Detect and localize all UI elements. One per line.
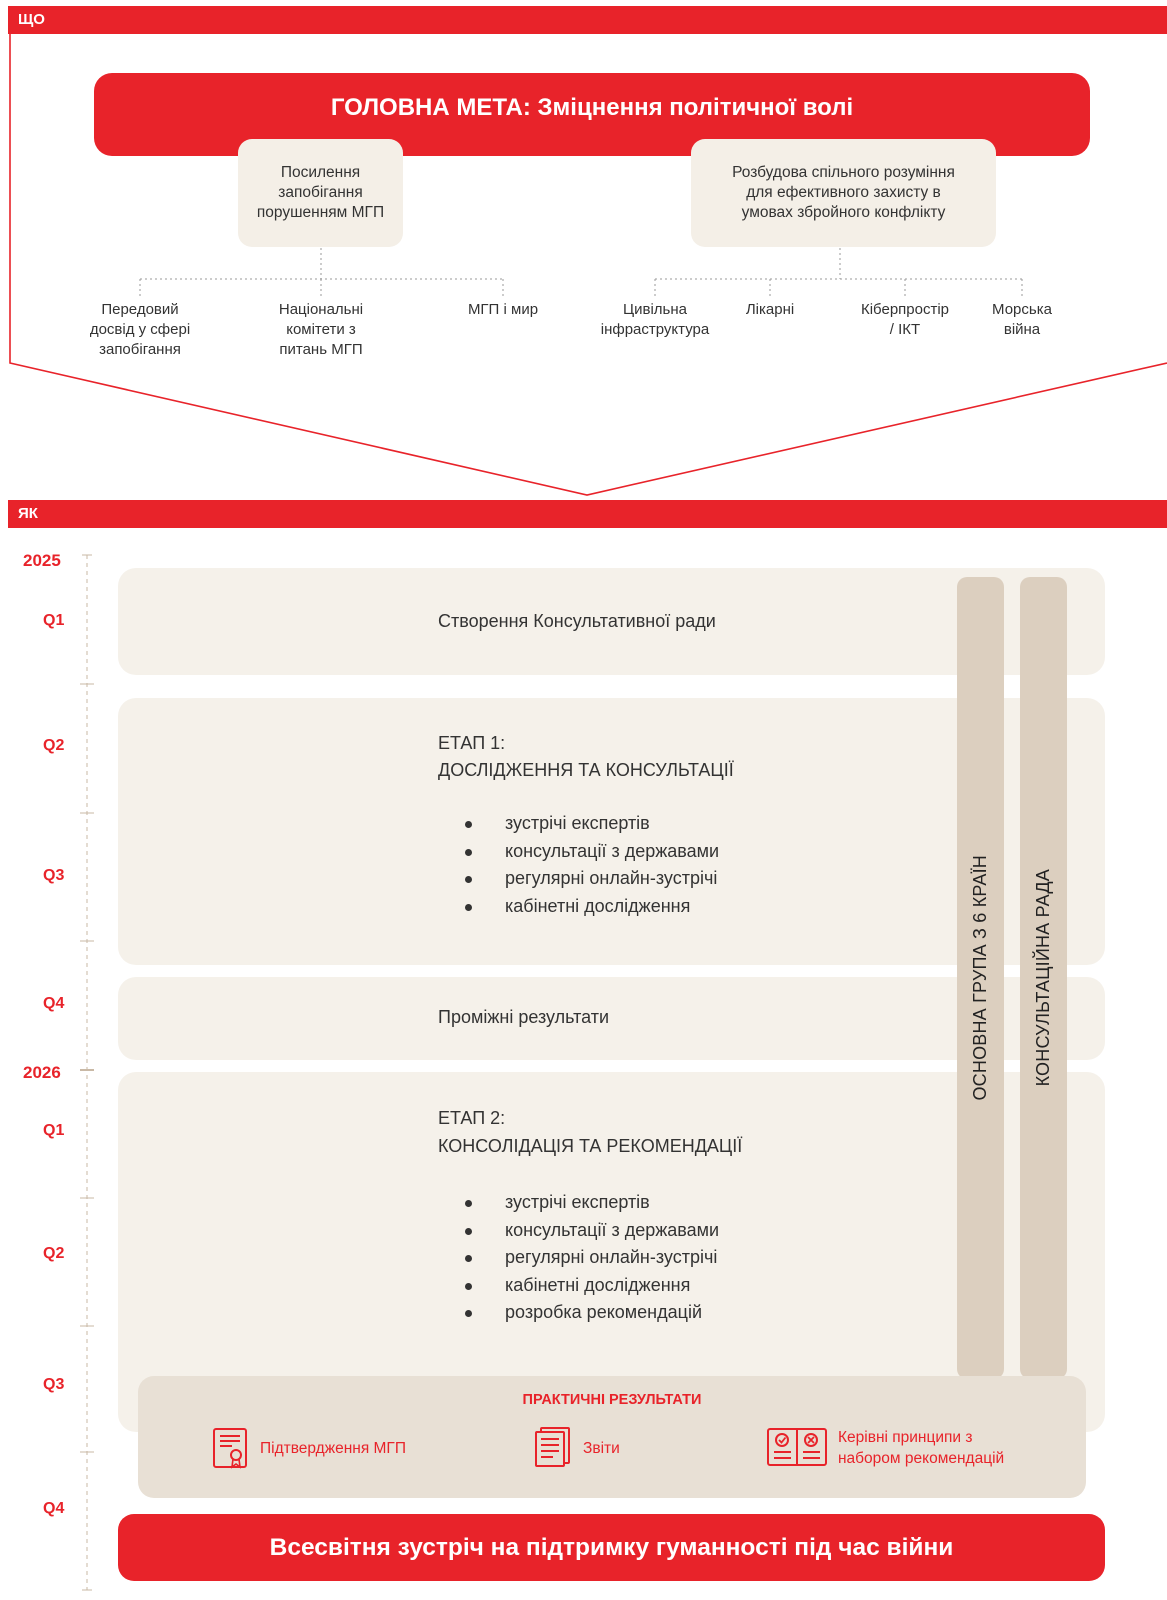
final-event-text: Всесвітня зустріч на підтримку гуманност…	[269, 1534, 954, 1561]
report-icon	[535, 1427, 570, 1467]
topic-national-committees: Національні комітети з питань МГП	[256, 300, 386, 360]
quarter-label: Q4	[43, 1500, 65, 1517]
quarter-label: Q3	[43, 1376, 65, 1393]
topic-line: інфраструктура	[600, 321, 710, 338]
pillar-understanding-line: Розбудова спільного розуміння	[732, 164, 955, 181]
pillar-prevention-line: порушенням МГП	[256, 204, 385, 221]
guidelines-icon	[767, 1428, 827, 1466]
topic-civil-infrastructure: Цивільна інфраструктура	[585, 300, 725, 340]
topic-line: Цивільна	[623, 301, 687, 318]
section-how-label: ЯК	[18, 505, 38, 522]
topic-line: Морська	[992, 301, 1052, 318]
topic-naval-warfare: Морська війна	[972, 300, 1072, 340]
result-label: Звіти	[583, 1440, 620, 1457]
main-goal-text: ГОЛОВНА МЕТА: Зміцнення політичної волі	[330, 94, 854, 121]
list-item: зустрічі експертів	[461, 810, 719, 838]
stage1-title-line2: ДОСЛІДЖЕННЯ ТА КОНСУЛЬТАЦІЇ	[438, 760, 734, 780]
section-how-header: ЯК	[8, 500, 1167, 528]
year-label: 2025	[23, 551, 61, 570]
final-event-banner: Всесвітня зустріч на підтримку гуманност…	[118, 1514, 1105, 1581]
practical-results-box: ПРАКТИЧНІ РЕЗУЛЬТАТИ Підтвердження МГП З…	[138, 1376, 1086, 1498]
quarter-label: Q3	[43, 867, 65, 884]
pillar-understanding-line: умовах збройного конфлікту	[741, 204, 946, 221]
topic-best-practice: Передовий досвід у сфері запобігання	[75, 300, 205, 360]
quarter-label: Q2	[43, 1245, 65, 1262]
topic-line: комітети з	[286, 321, 356, 338]
topic-ihl-and-peace: МГП і мир	[448, 300, 558, 320]
core-group-label: ОСНОВНА ГРУПА З 6 КРАЇН	[970, 855, 990, 1101]
quarter-label: Q1	[43, 612, 65, 629]
certificate-icon	[213, 1428, 247, 1469]
topic-line: питань МГП	[279, 341, 363, 358]
band-interim-results	[118, 977, 1105, 1060]
pillar-prevention: Посилення запобігання порушенням МГП	[238, 139, 403, 247]
list-item: кабінетні дослідження	[461, 893, 719, 921]
quarter-label: Q2	[43, 737, 65, 754]
year-label: 2026	[23, 1063, 61, 1082]
pillar-prevention-line: запобігання	[278, 184, 363, 201]
topic-line: досвід у сфері	[89, 321, 191, 338]
stage1-bullet-list: зустрічі експертів консультації з держав…	[461, 810, 719, 920]
list-item: кабінетні дослідження	[461, 1272, 719, 1300]
section-what-label: ЩО	[18, 11, 45, 28]
list-item: зустрічі експертів	[461, 1189, 719, 1217]
stage2-title-line2: КОНСОЛІДАЦІЯ ТА РЕКОМЕНДАЦІЇ	[438, 1136, 743, 1156]
quarter-label: Q1	[43, 1122, 65, 1139]
topic-line: Національні	[278, 301, 364, 318]
right-tree-lines	[654, 248, 1023, 296]
topic-line: / ІКТ	[889, 321, 921, 338]
list-item: розробка рекомендацій	[461, 1299, 719, 1327]
timeline-axis	[80, 554, 94, 1591]
result-label-multiline: Керівні принципи з набором рекомендацій	[838, 1427, 1004, 1469]
band-stage2	[118, 1072, 1105, 1432]
band-stage1	[118, 698, 1105, 965]
topic-line: війна	[1003, 321, 1041, 338]
topic-line: Лікарні	[745, 301, 795, 318]
list-item: консультації з державами	[461, 1217, 719, 1245]
pillar-understanding-line: для ефективного захисту в	[746, 184, 941, 201]
list-item: регулярні онлайн-зустрічі	[461, 865, 719, 893]
list-item: регулярні онлайн-зустрічі	[461, 1244, 719, 1272]
funnel-outline	[9, 34, 1167, 496]
topic-cyberspace: Кіберпростір / ІКТ	[845, 300, 965, 340]
band-advisory-setup	[118, 568, 1105, 675]
pillar-common-understanding: Розбудова спільного розуміння для ефекти…	[691, 139, 996, 247]
topic-line: МГП і мир	[467, 301, 539, 318]
section-what-header: ЩО	[8, 6, 1167, 34]
advisory-council-label: КОНСУЛЬТАЦІЙНА РАДА	[1033, 869, 1053, 1087]
practical-results-title: ПРАКТИЧНІ РЕЗУЛЬТАТИ	[522, 1392, 702, 1408]
topic-line: Кіберпростір	[860, 301, 950, 318]
topic-hospitals: Лікарні	[725, 300, 815, 320]
stage2-title-line1: ЕТАП 2:	[438, 1108, 506, 1128]
core-group-bar: ОСНОВНА ГРУПА З 6 КРАЇН	[957, 577, 1004, 1379]
result-label-line: набором рекомендацій	[838, 1450, 1005, 1467]
result-label-line: Керівні принципи з	[838, 1429, 973, 1446]
pillar-prevention-line: Посилення	[280, 164, 361, 181]
topic-line: запобігання	[99, 341, 181, 358]
advisory-setup-text: Створення Консультативної ради	[438, 611, 716, 631]
quarter-label: Q4	[43, 995, 65, 1012]
advisory-council-bar: КОНСУЛЬТАЦІЙНА РАДА	[1020, 577, 1067, 1379]
interim-results-text: Проміжні результати	[438, 1007, 610, 1027]
result-label: Підтвердження МГП	[260, 1440, 406, 1457]
stage2-bullet-list: зустрічі експертів консультації з держав…	[461, 1189, 719, 1327]
list-item: консультації з державами	[461, 838, 719, 866]
topic-line: Передовий	[101, 301, 179, 318]
stage1-title-line1: ЕТАП 1:	[438, 733, 506, 753]
left-tree-lines	[139, 248, 504, 296]
